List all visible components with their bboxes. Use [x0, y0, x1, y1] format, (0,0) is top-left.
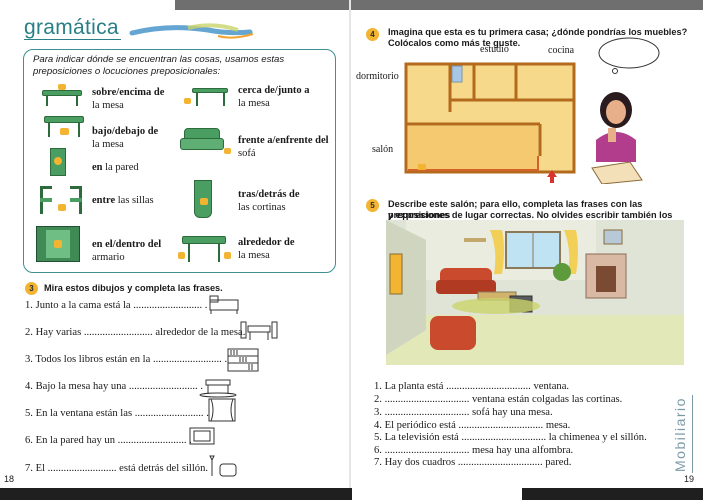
wall-picture-icon	[50, 148, 68, 178]
table-around-icon	[178, 232, 231, 266]
exercise-4-badge: 4	[366, 28, 379, 41]
page-number-left: 18	[4, 474, 15, 484]
bed-sketch-icon	[209, 295, 239, 314]
ex3-line-3: 3. Todos los libros están en la ........…	[25, 354, 228, 365]
table-under-icon	[42, 114, 88, 138]
table-rug-sketch-icon	[199, 379, 237, 398]
grammar-title-rule	[24, 39, 121, 40]
grammar-title: gramática	[24, 16, 119, 39]
exercise-3-instruction: Mira estos dibujos y completa las frases…	[44, 283, 223, 293]
ex3-line-1: 1. Junto a la cama está la .............…	[25, 300, 208, 311]
bookshelf-sketch-icon	[227, 348, 259, 372]
room-label-salon: salón	[372, 144, 394, 155]
ex3-line-4: 4. Bajo la mesa hay una ................…	[25, 381, 204, 392]
page-gutter	[349, 0, 351, 500]
wardrobe-icon	[36, 226, 82, 264]
table-near-icon	[184, 84, 232, 108]
top-bar	[175, 0, 703, 10]
exercise-5-badge: 5	[366, 199, 379, 212]
exercise-3-badge: 3	[25, 282, 38, 295]
grammar-intro: Para indicar dónde se encuentran las cos…	[33, 54, 285, 77]
ex3-line-7: 7. El .......................... está de…	[25, 463, 209, 474]
armchair-lamp-sketch-icon	[209, 455, 237, 477]
grammar-box	[23, 49, 336, 273]
window-curtains-sketch-icon	[208, 398, 236, 422]
curtain-icon	[190, 180, 216, 220]
exercise-4-instruction-2: Colócalos como más te guste.	[388, 38, 521, 48]
girl-illustration	[591, 92, 643, 184]
sofa-icon	[180, 124, 231, 158]
thought-cloud-icon	[598, 37, 660, 74]
ex3-line-5: 5. En la ventana están las .............…	[25, 408, 209, 419]
wall-frame-sketch-icon	[189, 427, 215, 445]
floor-plan	[404, 62, 576, 174]
dining-set-sketch-icon	[240, 321, 278, 340]
ex3-line-6: 6. En la pared hay un ..................…	[25, 435, 192, 446]
ex5-line-7: 7. Hay dos cuadros .....................…	[374, 457, 572, 468]
chairs-icon	[40, 186, 86, 216]
ex5-line-4: 4. El periódico está ...................…	[374, 420, 571, 431]
prep-entre: entre las sillas	[92, 195, 154, 206]
ex5-line-6: 6. ................................ mesa…	[374, 445, 574, 456]
ex5-line-1: 1. La planta está ......................…	[374, 381, 570, 392]
exercise-4-instruction-1: Imagina que esta es tu primera casa; ¿dó…	[388, 27, 688, 37]
page-number-right: 19	[684, 474, 695, 484]
prep-en: en la pared	[92, 162, 139, 173]
ex5-line-2: 2. ................................ vent…	[374, 394, 623, 405]
exercise-5-instruction-1: Describe este salón; para ello, completa…	[388, 199, 643, 220]
room-label-estudio: estudio	[480, 44, 509, 55]
ex5-line-3: 3. ................................ sofá…	[374, 407, 553, 418]
entrance-arrow-icon	[547, 170, 557, 183]
bottom-bar-left	[0, 488, 352, 500]
side-section-label: Mobiliario	[672, 397, 688, 472]
ex3-line-2: 2. Hay varias ..........................…	[25, 327, 246, 338]
room-label-cocina: cocina	[548, 45, 575, 56]
living-room-illustration	[386, 220, 684, 365]
room-label-dormitorio: dormitorio	[356, 71, 399, 82]
table-with-object-icon	[40, 84, 84, 106]
side-label-rule	[692, 395, 693, 473]
bottom-bar-right	[522, 488, 703, 500]
brush-stroke-icon	[129, 23, 254, 39]
ex5-line-5: 5. La televisión está ..................…	[374, 432, 647, 443]
